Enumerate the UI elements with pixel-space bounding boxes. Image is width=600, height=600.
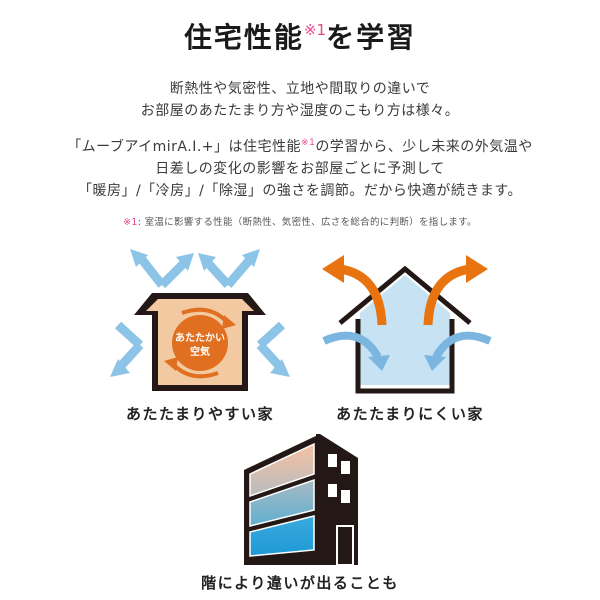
footnote-text: : 室温に影響する性能（断熱性、気密性、広さを総合的に判断）を指します。 <box>137 217 477 228</box>
description-line-1a: 「ムーブアイmirA.I.+」は住宅性能 <box>67 139 302 155</box>
intro-line-1: 断熱性や気密性、立地や間取りの違いで <box>169 81 431 97</box>
caption-building: 階により違いが出ることも <box>201 574 399 592</box>
description-line-1b: の学習から、少し未来の外気温や <box>315 139 533 155</box>
title-main: 住宅性能 <box>183 21 304 54</box>
drafty-house-icon <box>322 255 492 394</box>
intro-line-2: お部屋のあたたまり方や湿度のこもり方は様々。 <box>140 103 460 119</box>
caption-drafty-house: あたたまりにくい家 <box>336 405 484 423</box>
warm-air-label-1: あたたかい <box>175 331 225 344</box>
footnote-mark: ※1 <box>123 217 138 228</box>
description-line-2: 日差しの変化の影響をお部屋ごとに予測して <box>155 161 445 177</box>
title-end: を学習 <box>326 21 417 54</box>
description-footnote-mark: ※1 <box>301 138 316 148</box>
warm-air-label-2: 空気 <box>190 345 210 358</box>
page-title: 住宅性能※1を学習 <box>0 16 600 56</box>
footnote: ※1: 室温に影響する性能（断熱性、気密性、広さを総合的に判断）を指します。 <box>0 214 600 228</box>
multi-floor-building-icon <box>244 434 358 565</box>
description-text: 「ムーブアイmirA.I.+」は住宅性能※1の学習から、少し未来の外気温や 日差… <box>0 132 600 202</box>
title-footnote-mark: ※1 <box>303 21 327 39</box>
description-line-3: 「暖房」/「冷房」/「除湿」の強さを調節。だから快適が続きます。 <box>77 183 523 199</box>
insulated-house-icon: あたたかい 空気 <box>110 249 290 391</box>
intro-text: 断熱性や気密性、立地や間取りの違いで お部屋のあたたまり方や湿度のこもり方は様々… <box>0 78 600 122</box>
description-line-1: 「ムーブアイmirA.I.+」は住宅性能※1の学習から、少し未来の外気温や <box>0 132 600 158</box>
caption-insulated-house: あたたまりやすい家 <box>125 405 275 423</box>
